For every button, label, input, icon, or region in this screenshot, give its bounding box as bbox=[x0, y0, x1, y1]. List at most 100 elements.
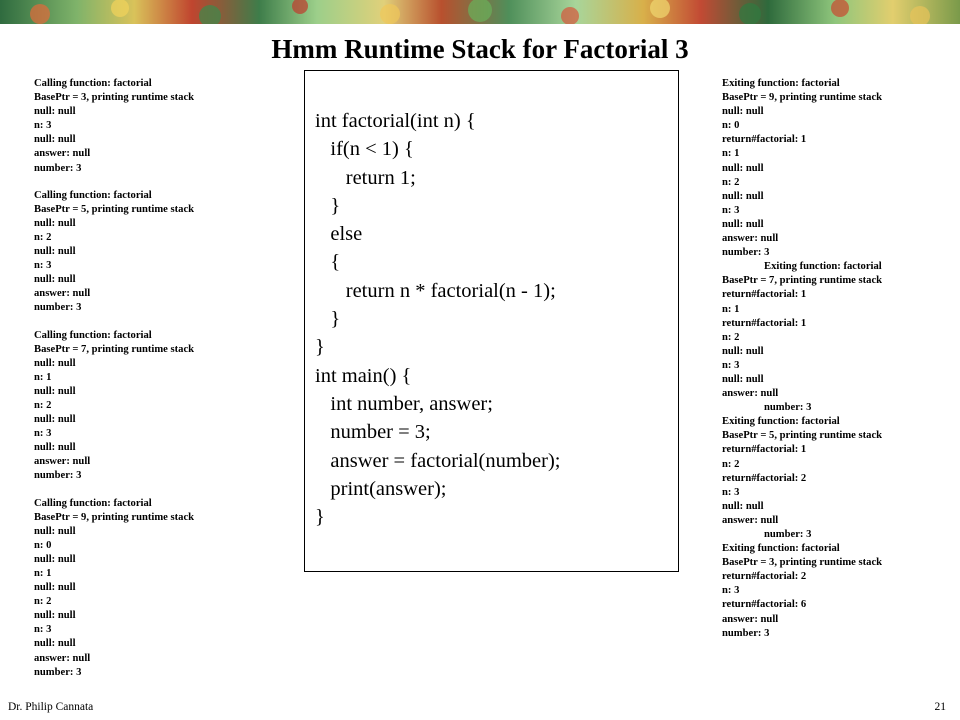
stack-line: n: 3 bbox=[34, 624, 52, 636]
code-line: } bbox=[315, 506, 325, 529]
stack-line: null: null bbox=[34, 414, 76, 426]
stack-line: answer: null bbox=[722, 233, 779, 245]
code-line: return 1; bbox=[315, 166, 416, 189]
stack-line: n: 3 bbox=[34, 260, 52, 272]
code-line: answer = factorial(number); bbox=[315, 449, 561, 472]
stack-line: n: 2 bbox=[34, 231, 52, 243]
code-line: number = 3; bbox=[315, 421, 431, 444]
stack-line: n: 1 bbox=[722, 303, 740, 315]
stack-line: null: null bbox=[34, 553, 76, 565]
stack-line: BasePtr = 5, printing runtime stack bbox=[34, 203, 195, 215]
stack-line: null: null bbox=[722, 373, 764, 385]
stack-line: null: null bbox=[34, 525, 76, 537]
stack-line: n: 1 bbox=[34, 568, 52, 579]
stack-line: Calling function: factorial bbox=[34, 329, 152, 341]
stack-line: n: 2 bbox=[722, 176, 740, 188]
stack-line: null: null bbox=[34, 582, 76, 594]
stack-line: number: 3 bbox=[722, 627, 770, 639]
stack-line: n: 2 bbox=[722, 458, 740, 470]
stack-line: return#factorial: 1 bbox=[722, 289, 807, 301]
stack-line: null: null bbox=[34, 638, 76, 650]
code-line: else bbox=[315, 223, 363, 246]
stack-line: null: null bbox=[34, 246, 76, 258]
stack-line: number: 3 bbox=[722, 247, 770, 259]
code-line: { bbox=[315, 251, 341, 274]
stack-line: BasePtr = 9, printing runtime stack bbox=[34, 511, 195, 523]
stack-line: Calling function: factorial bbox=[34, 497, 152, 509]
stack-line: null: null bbox=[722, 162, 764, 174]
stack-line: answer: null bbox=[34, 652, 91, 664]
stack-line: Calling function: factorial bbox=[34, 78, 152, 89]
code-listing: int factorial(int n) { if(n < 1) { retur… bbox=[315, 107, 561, 531]
stack-line: n: 1 bbox=[34, 371, 52, 383]
stack-line: null: null bbox=[34, 106, 76, 118]
stack-line: n: 3 bbox=[722, 359, 740, 371]
code-line: print(answer); bbox=[315, 477, 447, 500]
page-number: 21 bbox=[934, 701, 947, 713]
stack-line: n: 2 bbox=[34, 596, 52, 608]
stack-line: null: null bbox=[34, 274, 76, 286]
stack-line: answer: null bbox=[722, 388, 779, 400]
stack-line: number: 3 bbox=[34, 162, 82, 174]
stack-line: BasePtr = 7, printing runtime stack bbox=[34, 343, 195, 355]
stack-line: number: 3 bbox=[34, 470, 82, 482]
stack-line: n: 1 bbox=[722, 148, 740, 160]
code-line: } bbox=[315, 336, 325, 359]
stack-line: null: null bbox=[722, 190, 764, 202]
code-line: int number, answer; bbox=[315, 392, 493, 415]
stack-line: null: null bbox=[34, 385, 76, 397]
stack-line: number: 3 bbox=[34, 302, 82, 314]
stack-line: Exiting function: factorial bbox=[764, 261, 882, 273]
stack-line: null: null bbox=[722, 106, 764, 118]
stack-line: number: 3 bbox=[764, 529, 812, 540]
stack-line: null: null bbox=[34, 442, 76, 454]
stack-line: BasePtr = 3, printing runtime stack bbox=[722, 557, 883, 569]
stack-line: n: 3 bbox=[34, 428, 52, 440]
stack-line: answer: null bbox=[34, 456, 91, 468]
code-line: } bbox=[315, 194, 341, 217]
code-line: int main() { bbox=[315, 364, 412, 387]
code-box: int factorial(int n) { if(n < 1) { retur… bbox=[304, 70, 679, 572]
stack-line: BasePtr = 7, printing runtime stack bbox=[722, 275, 883, 287]
stack-line: null: null bbox=[722, 345, 764, 357]
stack-line: BasePtr = 9, printing runtime stack bbox=[722, 92, 883, 104]
code-line: return n * factorial(n - 1); bbox=[315, 279, 556, 302]
stack-line: BasePtr = 5, printing runtime stack bbox=[722, 430, 883, 442]
stack-line: answer: null bbox=[722, 514, 779, 526]
stack-line: Exiting function: factorial bbox=[722, 416, 840, 428]
stack-line: return#factorial: 2 bbox=[722, 571, 807, 583]
stack-line: Exiting function: factorial bbox=[722, 78, 840, 89]
stack-line: number: 3 bbox=[764, 402, 812, 414]
stack-line: answer: null bbox=[34, 148, 91, 160]
stack-line: n: 2 bbox=[722, 331, 740, 343]
stack-line: answer: null bbox=[722, 613, 779, 625]
stack-line: null: null bbox=[34, 610, 76, 622]
stack-line: number: 3 bbox=[34, 666, 82, 678]
code-line: int factorial(int n) { bbox=[315, 110, 476, 132]
stack-line: n: 3 bbox=[722, 585, 740, 597]
footer-author: Dr. Philip Cannata bbox=[8, 701, 94, 713]
stack-line: return#factorial: 2 bbox=[722, 472, 807, 484]
stack-line: return#factorial: 6 bbox=[722, 599, 807, 611]
stack-line: n: 3 bbox=[34, 120, 52, 132]
stack-line: n: 2 bbox=[34, 399, 52, 411]
floral-pattern-icon bbox=[30, 0, 930, 24]
stack-line: null: null bbox=[722, 500, 764, 512]
stack-line: return#factorial: 1 bbox=[722, 317, 807, 329]
stack-line: null: null bbox=[34, 217, 76, 229]
code-line: if(n < 1) { bbox=[315, 138, 414, 161]
code-line: } bbox=[315, 308, 341, 331]
stack-line: BasePtr = 3, printing runtime stack bbox=[34, 92, 195, 104]
stack-line: Exiting function: factorial bbox=[722, 543, 840, 555]
stack-line: answer: null bbox=[34, 288, 91, 300]
stained-glass-banner bbox=[0, 0, 960, 24]
stack-line: n: 0 bbox=[722, 120, 740, 132]
stack-line: null: null bbox=[722, 218, 764, 230]
stack-line: null: null bbox=[34, 357, 76, 369]
stack-line: return#factorial: 1 bbox=[722, 134, 807, 146]
